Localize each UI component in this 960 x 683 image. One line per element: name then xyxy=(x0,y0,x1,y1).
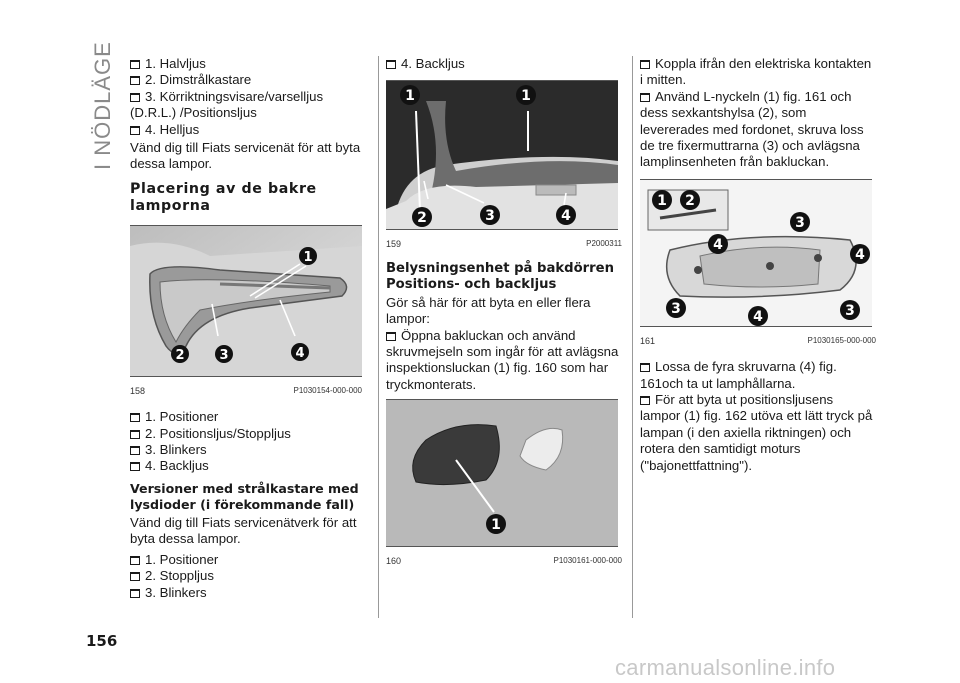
rear-light-image: 1 2 3 4 xyxy=(130,225,362,376)
book-icon xyxy=(386,331,396,341)
callout-label: 1 xyxy=(521,88,531,104)
watermark: carmanualsonline.info xyxy=(615,655,836,680)
figure-caption: 160 P1030161-000-000 xyxy=(386,547,622,569)
figure-number: 159 xyxy=(386,239,402,250)
tailgate-light-image: 1 1 2 3 4 xyxy=(386,81,618,230)
callout-label: 1 xyxy=(657,193,667,209)
list-item: 2. Positionsljus/Stoppljus xyxy=(130,426,362,442)
book-icon xyxy=(640,396,650,406)
callout-label: 4 xyxy=(713,237,723,253)
callout-label: 3 xyxy=(485,208,495,224)
figure-number: 158 xyxy=(130,385,146,396)
callout-label: 2 xyxy=(417,210,427,226)
book-icon xyxy=(640,363,650,373)
column-divider xyxy=(632,56,633,618)
list-item: Lossa de fyra skruvarna (4) fig. 161och … xyxy=(640,359,837,391)
figure-code: P1030154-000-000 xyxy=(293,385,362,395)
callout-label: 4 xyxy=(561,208,571,224)
list-item: 3. Blinkers xyxy=(130,585,362,601)
figure-caption: 161 P1030165-000-000 xyxy=(640,327,876,349)
callout-label: 3 xyxy=(219,348,228,363)
figure-code: P2000311 xyxy=(586,239,622,249)
section-heading: Placering av de bakre lamporna xyxy=(130,180,317,214)
list-item: Koppla ifrån den elektriska kontakten i … xyxy=(640,56,872,88)
figure-caption: 158 P1030154-000-000 xyxy=(130,377,362,399)
callout-label: 3 xyxy=(795,215,805,231)
callout-label: 1 xyxy=(491,517,501,533)
list-item: 3. Blinkers xyxy=(130,442,362,458)
column-2: 4. Backljus 1 1 2 3 4 159 P2000311 xyxy=(386,56,622,570)
book-icon xyxy=(130,588,140,598)
callout-label: 4 xyxy=(855,247,865,263)
book-icon xyxy=(130,76,140,86)
column-3: Koppla ifrån den elektriska kontakten i … xyxy=(640,56,876,474)
figure-158: 1 2 3 4 xyxy=(130,224,362,377)
column-1: 1. Halvljus 2. Dimstrålkastare 3. Körrik… xyxy=(130,56,362,601)
figure-number: 160 xyxy=(386,556,402,567)
list-item: Använd L-nyckeln (1) fig. 161 och dess s… xyxy=(640,88,864,170)
page-number: 156 xyxy=(86,632,118,650)
figure-code: P1030165-000-000 xyxy=(807,335,876,345)
figure-number: 161 xyxy=(640,335,656,346)
book-icon xyxy=(130,60,140,69)
book-icon xyxy=(130,413,140,423)
list-item: 3. Körriktningsvisare/varselljus (D.R.L.… xyxy=(130,88,324,121)
list-item: 2. Stoppljus xyxy=(130,568,362,584)
paragraph: Vänd dig till Fiats servicenätverk för a… xyxy=(130,514,357,547)
lamp-holder-image: 1 2 3 4 4 3 4 3 xyxy=(640,179,872,326)
section-heading: Belysningsenhet på bakdörren Positions- … xyxy=(386,260,614,292)
list-item: 2. Dimstrålkastare xyxy=(130,72,362,88)
book-icon xyxy=(130,462,140,472)
list-item: 4. Backljus xyxy=(386,56,622,72)
book-icon xyxy=(640,92,650,102)
callout-label: 1 xyxy=(303,250,312,265)
list-item: För att byta ut positionsljusens lampor … xyxy=(640,392,873,473)
book-icon xyxy=(130,555,140,565)
book-icon xyxy=(130,92,140,102)
callout-label: 3 xyxy=(671,301,681,317)
inspection-hatch-image: 1 xyxy=(386,400,618,547)
figure-code: P1030161-000-000 xyxy=(553,556,622,566)
book-icon xyxy=(130,125,140,135)
chapter-side-tab: I NÖDLÄGE xyxy=(86,41,116,170)
list-item: 1. Positioner xyxy=(130,552,362,568)
book-icon xyxy=(386,60,396,69)
callout-label: 2 xyxy=(175,348,184,363)
list-item: 4. Backljus xyxy=(130,458,362,474)
list-item: 1. Positioner xyxy=(130,409,362,425)
figure-160: 1 xyxy=(386,399,618,548)
callout-label: 4 xyxy=(295,346,304,361)
figure-159: 1 1 2 3 4 xyxy=(386,80,618,231)
figure-161: 1 2 3 4 4 3 4 3 xyxy=(640,178,872,327)
callout-label: 1 xyxy=(405,88,415,104)
callout-label: 4 xyxy=(753,309,763,325)
book-icon xyxy=(130,446,140,456)
book-icon xyxy=(130,572,140,582)
figure-caption: 159 P2000311 xyxy=(386,230,622,252)
list-item: 1. Halvljus xyxy=(130,56,362,72)
book-icon xyxy=(130,429,140,439)
chapter-title: I NÖDLÄGE xyxy=(90,41,115,170)
list-item: Öppna bakluckan och använd skruvmejseln … xyxy=(386,327,619,392)
paragraph: Vänd dig till Fiats servicenät för att b… xyxy=(130,140,361,172)
list-item: 4. Helljus xyxy=(130,122,362,138)
column-divider xyxy=(378,56,379,618)
book-icon xyxy=(640,60,650,69)
subsection-heading: Versioner med strålkastare med lysdioder… xyxy=(130,480,359,512)
callout-label: 3 xyxy=(845,303,855,319)
callout-label: 2 xyxy=(685,193,695,209)
paragraph: Gör så här för att byta en eller flera l… xyxy=(386,294,591,327)
